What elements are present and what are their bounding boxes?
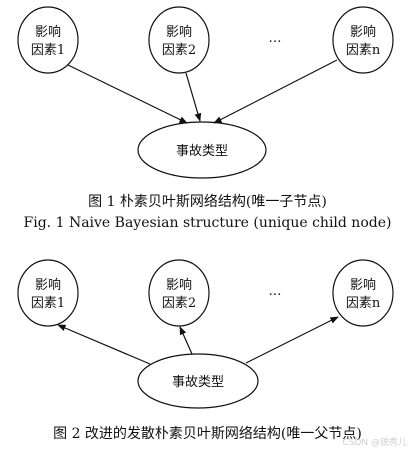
fig1-factor1-node xyxy=(17,6,79,74)
fig2-edge-factor2 xyxy=(179,326,193,355)
fig2-ellipsis: … xyxy=(269,284,282,299)
fig1-edge-factor1 xyxy=(67,64,188,124)
fig1-factor1-line2: 因素1 xyxy=(31,43,65,58)
figure2-diagram: 影响 因素1 影响 因素2 … 影响 因素n 事故类型 xyxy=(17,259,394,409)
fig1-factorn-node xyxy=(332,6,394,74)
fig2-factor1-node xyxy=(17,259,79,327)
fig1-factor2-line1: 影响 xyxy=(166,24,192,40)
figure1-caption-cn: 图 1 朴素贝叶斯网络结构(唯一子节点) xyxy=(88,194,327,210)
fig2-factorn-line1: 影响 xyxy=(350,277,376,293)
fig1-event-node xyxy=(137,121,267,179)
figure1-caption-en: Fig. 1 Naive Bayesian structure (unique … xyxy=(23,215,392,231)
fig2-edge-factorn xyxy=(245,316,339,364)
fig1-factorn-line1: 影响 xyxy=(350,24,376,40)
fig2-event-node xyxy=(137,353,259,409)
fig1-factor2-line2: 因素2 xyxy=(162,43,196,58)
fig1-factor2-node xyxy=(148,6,210,74)
figure1-diagram: 影响 因素1 影响 因素2 … 影响 因素n 事故类型 xyxy=(17,6,394,179)
fig1-factorn-line2: 因素n xyxy=(346,43,381,58)
fig1-event-label: 事故类型 xyxy=(176,144,228,159)
fig1-factor1-line1: 影响 xyxy=(35,24,61,40)
fig2-event-label: 事故类型 xyxy=(172,375,224,390)
watermark: CSDN @锐秀儿 xyxy=(342,438,407,448)
figure2-caption-cn: 图 2 改进的发散朴素贝叶斯网络结构(唯一父节点) xyxy=(53,426,362,442)
fig1-ellipsis: … xyxy=(269,31,282,46)
fig2-factorn-node xyxy=(332,259,394,327)
fig2-factorn-line2: 因素n xyxy=(346,296,381,311)
fig2-factor1-line1: 影响 xyxy=(35,277,61,293)
fig1-edge-factorn xyxy=(213,59,338,124)
fig2-factor2-line1: 影响 xyxy=(166,277,192,293)
fig2-factor2-line2: 因素2 xyxy=(162,296,196,311)
fig2-factor1-line2: 因素1 xyxy=(31,296,65,311)
fig1-edge-factor2 xyxy=(185,72,202,122)
fig2-edge-factor1 xyxy=(57,324,151,365)
fig2-factor2-node xyxy=(148,259,210,327)
